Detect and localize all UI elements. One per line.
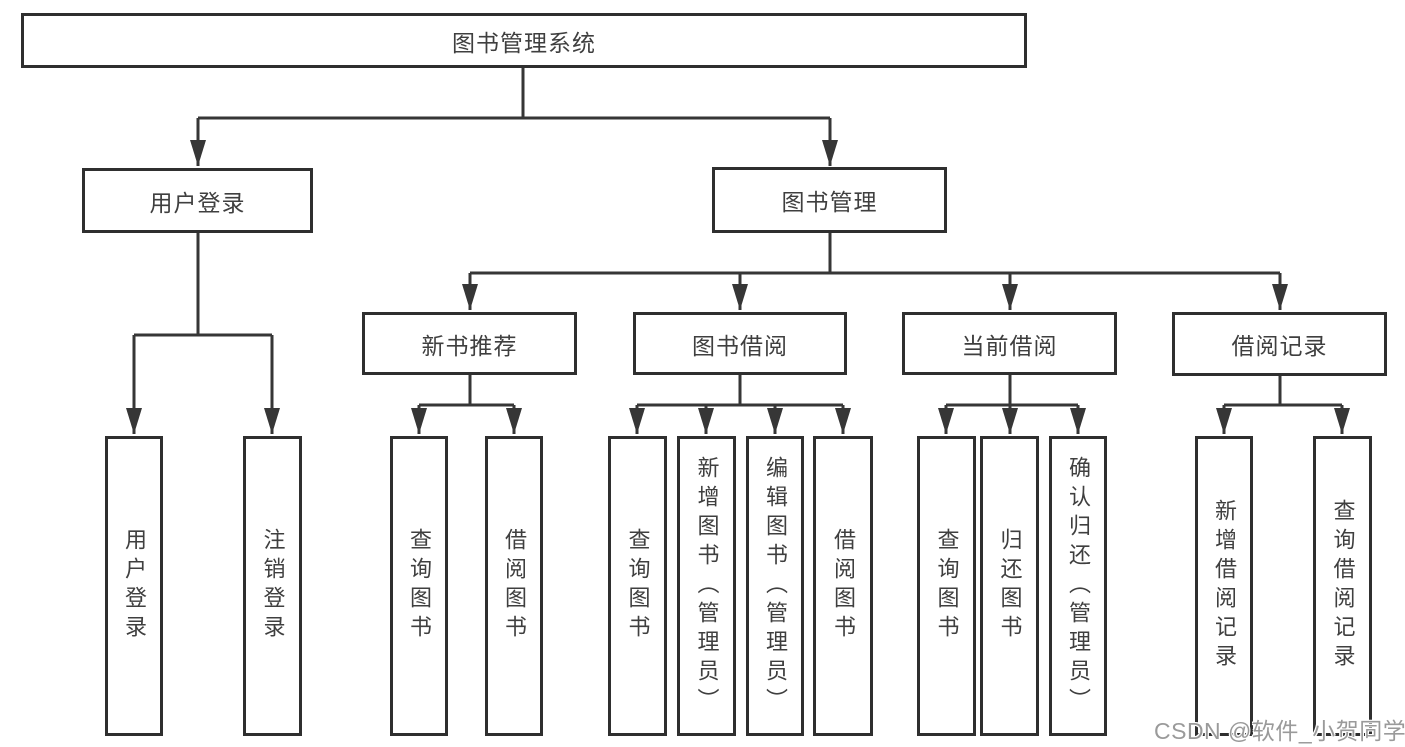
node-label: 图书管理系统	[452, 29, 596, 56]
node-book-management: 图书管理	[712, 167, 947, 233]
leaf-label: 用户登录	[122, 528, 147, 644]
leaf-query-books-borrowing: 查询图书	[608, 436, 667, 736]
node-label: 当前借阅	[961, 332, 1058, 359]
node-new-book-recommendation: 新书推荐	[362, 312, 577, 375]
node-label: 新书推荐	[421, 332, 518, 359]
leaf-query-books-current: 查询图书	[917, 436, 976, 736]
leaf-confirm-return-admin: 确认归还（管理员）	[1049, 436, 1107, 736]
leaf-borrow-books-recommend: 借阅图书	[485, 436, 543, 736]
node-book-borrowing: 图书借阅	[633, 312, 847, 375]
node-label: 借阅记录	[1231, 333, 1328, 359]
leaf-label: 注销登录	[260, 528, 286, 644]
node-library-management-system: 图书管理系统	[21, 13, 1027, 68]
node-label: 图书借阅	[692, 332, 788, 359]
leaf-add-books-admin: 新增图书（管理员）	[677, 436, 736, 736]
leaf-label: 查询借阅记录	[1330, 499, 1356, 673]
leaf-label: 借阅图书	[502, 528, 527, 644]
leaf-user-login: 用户登录	[105, 436, 163, 736]
leaf-label: 借阅图书	[831, 528, 856, 644]
node-user-login: 用户登录	[82, 168, 313, 233]
leaf-query-books-recommend: 查询图书	[390, 436, 448, 736]
leaf-query-borrow-record: 查询借阅记录	[1313, 436, 1372, 736]
node-current-borrowing: 当前借阅	[902, 312, 1117, 375]
watermark: CSDN @软件_小贺同学	[1154, 718, 1405, 744]
leaf-logout: 注销登录	[243, 436, 302, 736]
leaf-label: 归还图书	[997, 528, 1023, 644]
leaf-edit-books-admin: 编辑图书（管理员）	[746, 436, 804, 736]
leaf-label: 新增借阅记录	[1212, 499, 1237, 673]
node-label: 图书管理	[781, 189, 878, 215]
leaf-add-borrow-record: 新增借阅记录	[1195, 436, 1253, 736]
node-label: 用户登录	[149, 189, 246, 216]
leaf-label: 确认归还（管理员）	[1066, 455, 1091, 717]
leaf-label: 查询图书	[625, 528, 651, 644]
leaf-label: 查询图书	[934, 528, 960, 644]
leaf-return-books: 归还图书	[980, 436, 1039, 736]
leaf-label: 编辑图书（管理员）	[763, 455, 788, 717]
node-borrowing-records: 借阅记录	[1172, 312, 1387, 376]
leaf-borrow-books: 借阅图书	[813, 436, 873, 736]
leaf-label: 查询图书	[407, 528, 432, 644]
leaf-label: 新增图书（管理员）	[694, 455, 720, 717]
